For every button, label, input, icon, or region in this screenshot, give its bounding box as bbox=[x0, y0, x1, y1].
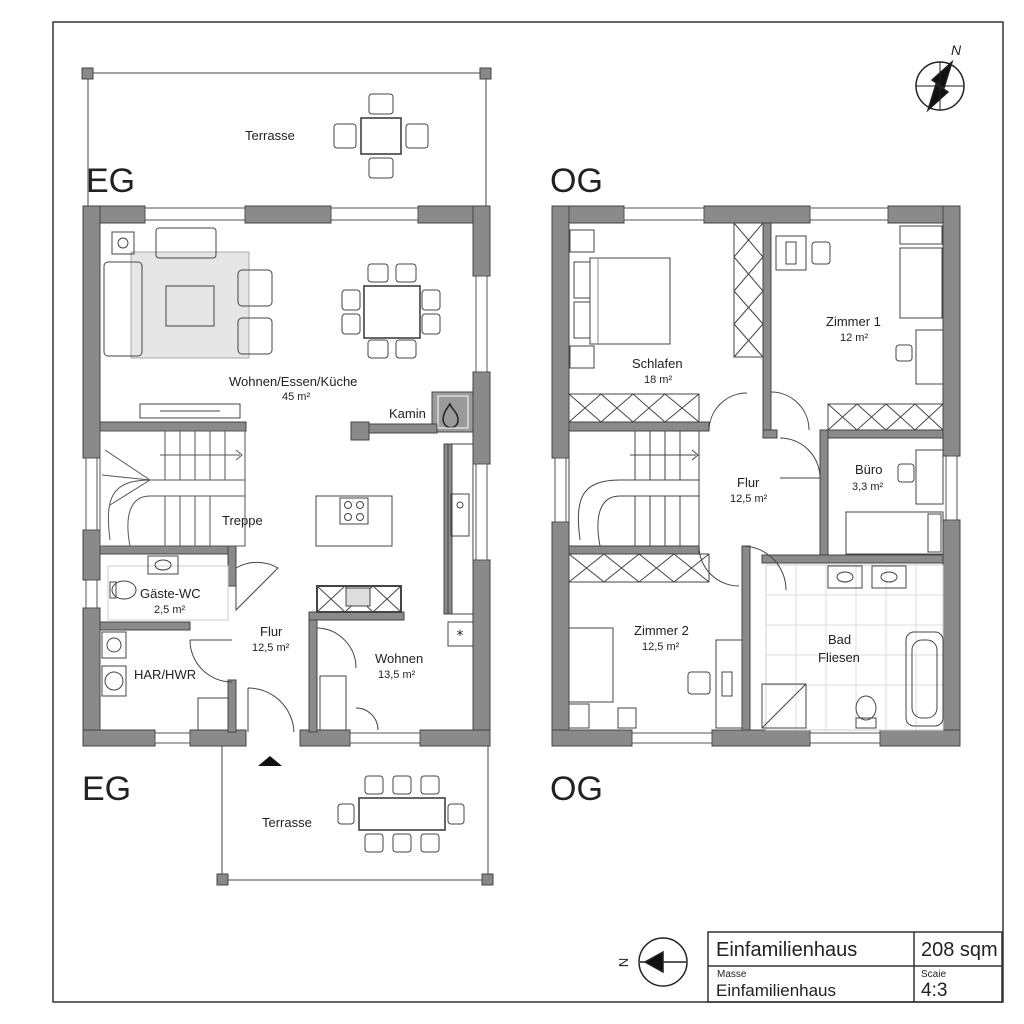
room-bad-sub: Fliesen bbox=[818, 650, 860, 665]
room-terrasse-top: Terrasse bbox=[245, 128, 295, 143]
room-bad: Bad bbox=[828, 632, 852, 647]
room-zimmer1-area: 12 m² bbox=[840, 332, 869, 344]
room-wohnen-essen-kueche: Wohnen/Essen/Küche bbox=[229, 374, 358, 389]
room-flur-eg-area: 12,5 m² bbox=[252, 642, 290, 654]
room-buero: Büro bbox=[855, 462, 883, 477]
room-flur-og-area: 12,5 m² bbox=[730, 493, 768, 505]
room-kamin: Kamin bbox=[389, 406, 426, 421]
eg-living-furniture: * bbox=[103, 227, 474, 647]
room-schlafen-area: 18 m² bbox=[644, 374, 673, 386]
og-walls bbox=[551, 205, 961, 747]
floor-label-og-bottom: OG bbox=[550, 770, 603, 808]
room-zimmer2-area: 12,5 m² bbox=[642, 641, 680, 653]
svg-text:*: * bbox=[457, 628, 464, 644]
title-block-scale-label: Scaie bbox=[921, 969, 947, 980]
sheet-border bbox=[52, 21, 1004, 1003]
fire-icon bbox=[442, 402, 459, 429]
room-gaeste-wc-area: 2,5 m² bbox=[154, 604, 186, 616]
room-zimmer1: Zimmer 1 bbox=[826, 314, 881, 329]
og-windows bbox=[554, 207, 958, 744]
floor-label-eg-bottom: EG bbox=[82, 770, 132, 808]
room-buero-area: 3,3 m² bbox=[852, 481, 884, 493]
room-flur-eg: Flur bbox=[260, 624, 283, 639]
room-wohnen-essen-kueche-area: 45 m² bbox=[282, 391, 311, 403]
compass-rose-icon bbox=[915, 59, 965, 113]
room-wohnen: Wohnen bbox=[375, 651, 424, 666]
og-inner-walls bbox=[568, 222, 944, 731]
terrace-top bbox=[81, 67, 492, 207]
title-block-area: 208 sqm bbox=[921, 939, 998, 961]
compass-north-label: N bbox=[951, 42, 962, 58]
floor-label-eg-top: EG bbox=[86, 162, 136, 200]
eg-inner-walls bbox=[99, 391, 474, 733]
title-block bbox=[707, 931, 1003, 1003]
title-block-masse-value: Einfamilienhaus bbox=[716, 981, 837, 1000]
og-furniture bbox=[568, 222, 944, 731]
title-block-masse-label: Masse bbox=[717, 969, 747, 980]
room-zimmer2: Zimmer 2 bbox=[634, 623, 689, 638]
room-terrasse-bottom: Terrasse bbox=[262, 815, 312, 830]
room-treppe: Treppe bbox=[222, 513, 263, 528]
room-har-hwr: HAR/HWR bbox=[134, 667, 197, 682]
entrance-arrow-icon bbox=[258, 756, 282, 766]
eg-windows bbox=[85, 207, 488, 744]
title-block-title: Einfamilienhaus bbox=[716, 939, 858, 961]
floor-label-og-top: OG bbox=[550, 162, 603, 200]
title-block-scale-value: 4:3 bbox=[921, 980, 948, 1001]
north-arrow-icon bbox=[638, 937, 688, 987]
room-flur-og: Flur bbox=[737, 475, 760, 490]
room-schlafen: Schlafen bbox=[632, 356, 683, 371]
room-gaeste-wc: Gäste-WC bbox=[140, 586, 201, 601]
eg-stairs bbox=[99, 430, 246, 547]
eg-wc-hwr bbox=[101, 555, 379, 733]
terrace-bottom bbox=[216, 745, 494, 886]
title-north-label: N bbox=[616, 957, 632, 968]
room-wohnen-area: 13,5 m² bbox=[378, 669, 416, 681]
